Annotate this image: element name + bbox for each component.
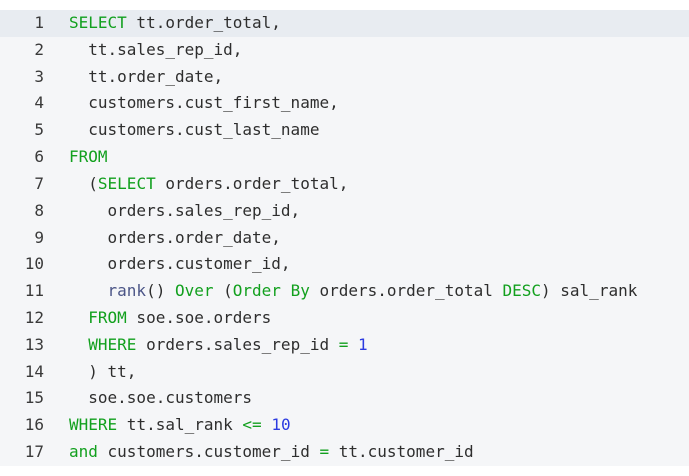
code-text: orders.customer_id, [44,251,291,278]
sql-token-plain: tt.order_date, [69,66,224,86]
sql-token-plain: orders.customer_id, [69,254,291,274]
code-line: 2 tt.sales_rep_id, [0,37,689,64]
code-line: 11 rank() Over (Order By orders.order_to… [0,278,689,305]
sql-token-keyword: Over [174,281,214,301]
code-text: FROM [44,144,108,171]
sql-token-keyword: FROM [69,147,108,167]
sql-token-plain: customers.cust_last_name [69,120,320,140]
line-number: 14 [24,361,44,381]
code-text: WHERE tt.sal_rank <= 10 [44,412,291,439]
sql-token-keyword: WHERE [88,334,137,354]
code-text: (SELECT orders.order_total, [44,171,348,198]
line-number: 7 [34,173,44,193]
sql-token-keyword: Order By [232,281,310,301]
sql-token-plain: customers.customer_id [97,442,320,461]
sql-token-plain: soe.soe.orders [126,307,272,327]
code-line: 15 soe.soe.customers [0,385,689,412]
sql-token-plain: soe.soe.customers [69,388,253,408]
line-number: 3 [34,66,44,86]
sql-token-keyword: SELECT [69,13,127,32]
line-number: 11 [24,281,44,301]
line-number: 6 [34,147,44,167]
code-line: 6 FROM [0,144,689,171]
code-line: 9 orders.order_date, [0,225,689,252]
sql-token-plain [348,335,358,354]
sql-token-number: 1 [358,334,368,354]
code-text: tt.sales_rep_id, [44,37,242,64]
line-number: 16 [24,415,44,435]
sql-token-plain: orders.order_date, [69,227,281,247]
code-line: 8 orders.sales_rep_id, [0,198,689,225]
line-number: 9 [34,227,44,247]
code-text: customers.cust_first_name, [44,90,339,117]
code-text: rank() Over (Order By orders.order_total… [44,278,638,305]
sql-token-keyword: and [69,442,98,461]
sql-token-plain: tt.sales_rep_id, [69,39,243,59]
line-number: 8 [34,200,44,220]
sql-token-plain: ( [69,173,98,193]
sql-token-plain: () [146,281,175,301]
sql-token-keyword: = [338,334,349,354]
code-text: SELECT tt.order_total, [44,10,281,37]
sql-token-number: 10 [271,415,291,435]
line-number: 1 [34,13,44,32]
line-number: 12 [24,307,44,327]
sql-token-keyword: <= [242,415,262,435]
sql-token-keyword: SELECT [97,173,156,193]
code-line: 14 ) tt, [0,359,689,386]
sql-token-plain: tt.customer_id [329,442,474,461]
line-number: 17 [24,442,44,461]
sql-token-plain: tt.sal_rank [117,415,243,435]
code-text: WHERE orders.sales_rep_id = 1 [44,332,368,359]
sql-token-plain [69,308,88,327]
code-line: 5 customers.cust_last_name [0,117,689,144]
code-line: 12 FROM soe.soe.orders [0,305,689,332]
sql-token-keyword: FROM [88,307,127,327]
code-text: orders.order_date, [44,225,281,252]
sql-token-plain: ) sal_rank [541,281,638,301]
sql-token-plain: customers.cust_first_name, [69,93,339,113]
code-text: and customers.customer_id = tt.customer_… [44,439,474,466]
sql-token-plain: ) tt, [69,361,137,381]
code-line: 7 (SELECT orders.order_total, [0,171,689,198]
code-line: 13 WHERE orders.sales_rep_id = 1 [0,332,689,359]
sql-token-plain [69,281,108,300]
code-text: soe.soe.customers [44,385,252,412]
sql-token-plain [262,415,272,434]
code-text: tt.order_date, [44,64,223,91]
sql-token-plain: orders.order_total [309,281,503,301]
line-number: 5 [34,120,44,140]
code-text: customers.cust_last_name [44,117,319,144]
code-line: 3 tt.order_date, [0,64,689,91]
code-text: ) tt, [44,359,136,386]
line-number: 15 [24,388,44,408]
code-line: 4 customers.cust_first_name, [0,90,689,117]
code-line: 10 orders.customer_id, [0,251,689,278]
sql-token-plain: orders.sales_rep_id [136,334,339,354]
sql-token-plain: orders.sales_rep_id, [69,200,301,220]
code-text: orders.sales_rep_id, [44,198,301,225]
line-number: 13 [24,334,44,354]
sql-token-plain: ( [213,281,233,301]
sql-token-keyword: DESC [502,281,542,301]
sql-token-plain: orders.order_total, [155,173,349,193]
sql-token-keyword: = [319,442,330,461]
sql-token-plain [69,335,88,354]
code-text: FROM soe.soe.orders [44,305,271,332]
line-number: 10 [24,254,44,274]
sql-token-plain: tt.order_total, [126,13,281,32]
line-number: 4 [34,93,44,113]
sql-token-function: rank [107,281,147,301]
line-number: 2 [34,39,44,59]
sql-token-keyword: WHERE [69,415,118,435]
